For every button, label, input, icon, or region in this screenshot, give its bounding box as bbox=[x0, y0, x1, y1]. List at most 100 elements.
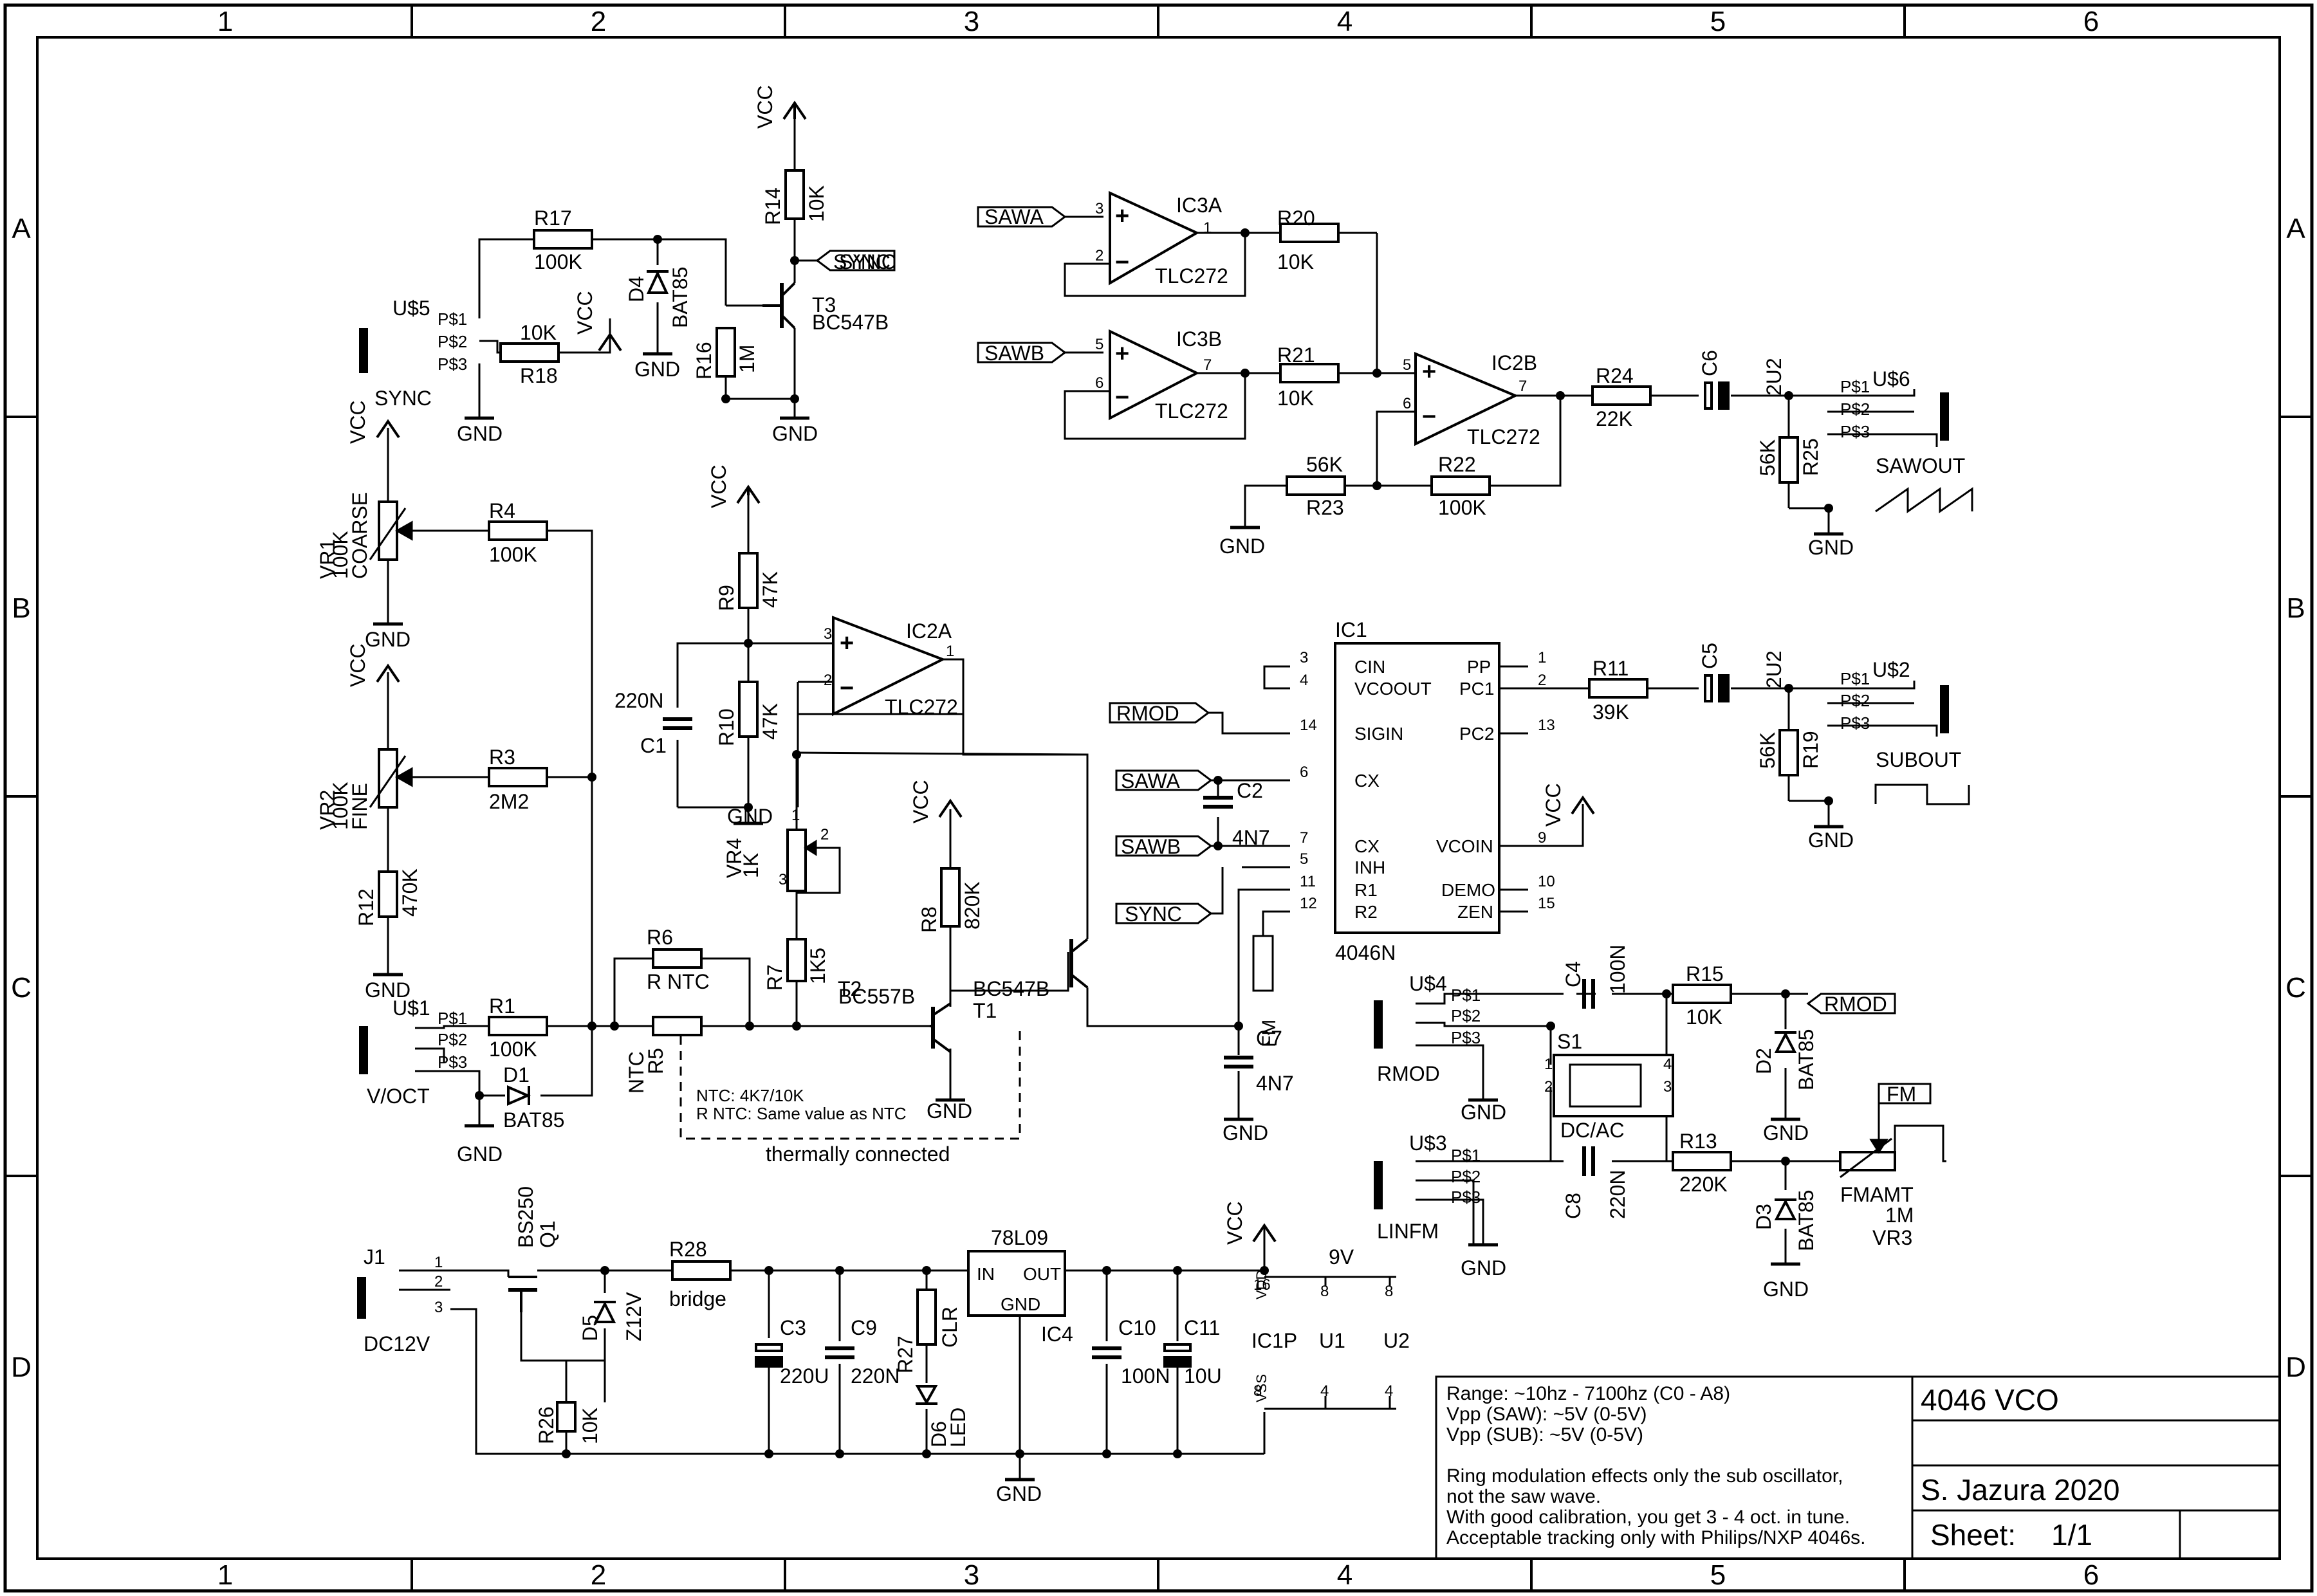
svg-text:DC12V: DC12V bbox=[364, 1332, 430, 1355]
opamps bbox=[832, 190, 1519, 717]
svg-text:TLC272: TLC272 bbox=[1155, 264, 1228, 288]
svg-text:39K: 39K bbox=[1592, 701, 1629, 724]
svg-text:4: 4 bbox=[1300, 672, 1308, 689]
svg-text:SYNC: SYNC bbox=[374, 387, 432, 410]
svg-text:P$2: P$2 bbox=[438, 1030, 467, 1049]
svg-text:Z12V: Z12V bbox=[622, 1292, 645, 1341]
svg-text:4: 4 bbox=[1337, 1559, 1352, 1591]
net-flag-labels: SYNC SAWA SAWB RMOD SAWA SAWB SYNC RMOD … bbox=[833, 205, 1916, 1106]
svg-text:CIN: CIN bbox=[1354, 657, 1385, 677]
svg-text:100N: 100N bbox=[1121, 1364, 1170, 1388]
svg-text:U$5: U$5 bbox=[392, 297, 430, 320]
svg-text:D6: D6 bbox=[927, 1421, 950, 1447]
svg-text:TLC272: TLC272 bbox=[1467, 425, 1540, 448]
svg-text:IC1P: IC1P bbox=[1251, 1329, 1297, 1352]
svg-text:U$3: U$3 bbox=[1409, 1132, 1447, 1155]
svg-text:2: 2 bbox=[824, 672, 832, 689]
component-labels: R1 7 100K 10K R18 U$5 P$1 P$2 P$3 SYNC GN… bbox=[364, 194, 1965, 1505]
svg-text:VCC: VCC bbox=[1223, 1201, 1246, 1245]
svg-text:47K: 47K bbox=[759, 571, 782, 608]
svg-text:C7: C7 bbox=[1256, 1027, 1282, 1050]
svg-text:1: 1 bbox=[1203, 219, 1212, 237]
svg-text:TLC272: TLC272 bbox=[1155, 399, 1228, 423]
svg-text:P$2: P$2 bbox=[1840, 399, 1870, 419]
svg-text:R19: R19 bbox=[1799, 731, 1822, 769]
svg-text:P$2: P$2 bbox=[1451, 1006, 1481, 1025]
svg-text:FM: FM bbox=[1259, 1020, 1280, 1047]
svg-text:R1: R1 bbox=[489, 995, 515, 1018]
svg-text:2U2: 2U2 bbox=[1762, 358, 1786, 396]
title-block: 4046 VCO S. Jazura 2020 Sheet: 1/1 Range… bbox=[1435, 1375, 2281, 1560]
svg-text:R2: R2 bbox=[1354, 902, 1378, 922]
svg-text:IN: IN bbox=[977, 1264, 995, 1284]
svg-text:VCC: VCC bbox=[346, 400, 369, 444]
svg-text:8: 8 bbox=[1385, 1283, 1393, 1300]
svg-text:100K: 100K bbox=[489, 1038, 537, 1061]
svg-text:1M: 1M bbox=[1885, 1204, 1914, 1227]
ic-boxes bbox=[967, 642, 1674, 1317]
svg-text:bridge: bridge bbox=[669, 1287, 726, 1310]
svg-text:LINFM: LINFM bbox=[1377, 1220, 1439, 1243]
svg-text:R22: R22 bbox=[1438, 453, 1476, 476]
sawtooth-icon bbox=[1875, 487, 1973, 513]
svg-text:6: 6 bbox=[2083, 1559, 2099, 1591]
svg-text:R10: R10 bbox=[715, 708, 738, 746]
svg-text:+: + bbox=[1422, 358, 1436, 385]
svg-text:SUBOUT: SUBOUT bbox=[1876, 748, 1961, 771]
svg-text:R NTC: R NTC bbox=[647, 970, 710, 993]
svg-text:4: 4 bbox=[1320, 1382, 1329, 1400]
svg-text:2: 2 bbox=[1538, 672, 1546, 689]
svg-text:thermally connected: thermally connected bbox=[766, 1142, 950, 1166]
svg-text:V/OCT: V/OCT bbox=[367, 1085, 430, 1108]
svg-text:220K: 220K bbox=[1679, 1173, 1728, 1196]
svg-text:D: D bbox=[11, 1352, 32, 1383]
svg-text:VR1: VR1 bbox=[316, 539, 339, 579]
svg-text:4N7: 4N7 bbox=[1256, 1072, 1294, 1095]
svg-text:P$3: P$3 bbox=[1451, 1028, 1481, 1047]
svg-text:1: 1 bbox=[217, 1559, 233, 1591]
svg-text:10K: 10K bbox=[1277, 250, 1314, 273]
svg-text:P$3: P$3 bbox=[1840, 422, 1870, 441]
svg-text:10K: 10K bbox=[805, 185, 828, 222]
svg-text:SIGIN: SIGIN bbox=[1354, 724, 1403, 744]
svg-text:VCC: VCC bbox=[909, 780, 932, 823]
svg-text:220U: 220U bbox=[780, 1364, 829, 1388]
svg-text:OUT: OUT bbox=[1023, 1264, 1061, 1284]
svg-text:GND: GND bbox=[1001, 1294, 1040, 1314]
svg-text:100K: 100K bbox=[329, 782, 352, 830]
svg-text:3: 3 bbox=[964, 1559, 979, 1591]
svg-text:C9: C9 bbox=[851, 1316, 877, 1339]
svg-text:NTC: NTC bbox=[625, 1051, 648, 1094]
svg-text:4: 4 bbox=[1385, 1382, 1393, 1400]
waveform-icons bbox=[1874, 487, 1973, 805]
svg-text:With good calibration, you get: With good calibration, you get 3 - 4 oct… bbox=[1446, 1507, 1850, 1528]
svg-text:9: 9 bbox=[1538, 829, 1546, 847]
svg-text:GND: GND bbox=[1763, 1278, 1809, 1301]
resistors bbox=[378, 169, 1896, 1433]
svg-text:100K: 100K bbox=[489, 543, 537, 566]
svg-text:R18: R18 bbox=[520, 364, 558, 387]
svg-text:R9: R9 bbox=[715, 585, 738, 611]
svg-text:FINE: FINE bbox=[348, 783, 371, 830]
svg-text:3: 3 bbox=[964, 6, 979, 37]
svg-text:1M: 1M bbox=[735, 345, 759, 373]
svg-text:2: 2 bbox=[1095, 247, 1103, 264]
svg-text:GND: GND bbox=[365, 978, 411, 1002]
svg-text:VCOOUT: VCOOUT bbox=[1354, 679, 1432, 699]
svg-text:P$1: P$1 bbox=[1451, 986, 1481, 1005]
svg-text:13: 13 bbox=[1538, 717, 1555, 734]
svg-text:VCC: VCC bbox=[346, 643, 369, 687]
svg-text:100K: 100K bbox=[1438, 496, 1486, 519]
svg-text:R6: R6 bbox=[647, 926, 673, 949]
svg-text:GND: GND bbox=[634, 358, 680, 381]
svg-text:S1: S1 bbox=[1557, 1030, 1582, 1053]
svg-text:10K: 10K bbox=[520, 321, 557, 344]
svg-text:VCC: VCC bbox=[707, 464, 730, 508]
svg-text:C6: C6 bbox=[1698, 350, 1721, 376]
svg-text:BAT85: BAT85 bbox=[503, 1108, 564, 1132]
transistors bbox=[508, 282, 1089, 1312]
svg-text:7: 7 bbox=[1300, 829, 1308, 847]
svg-text:2: 2 bbox=[591, 1559, 606, 1591]
